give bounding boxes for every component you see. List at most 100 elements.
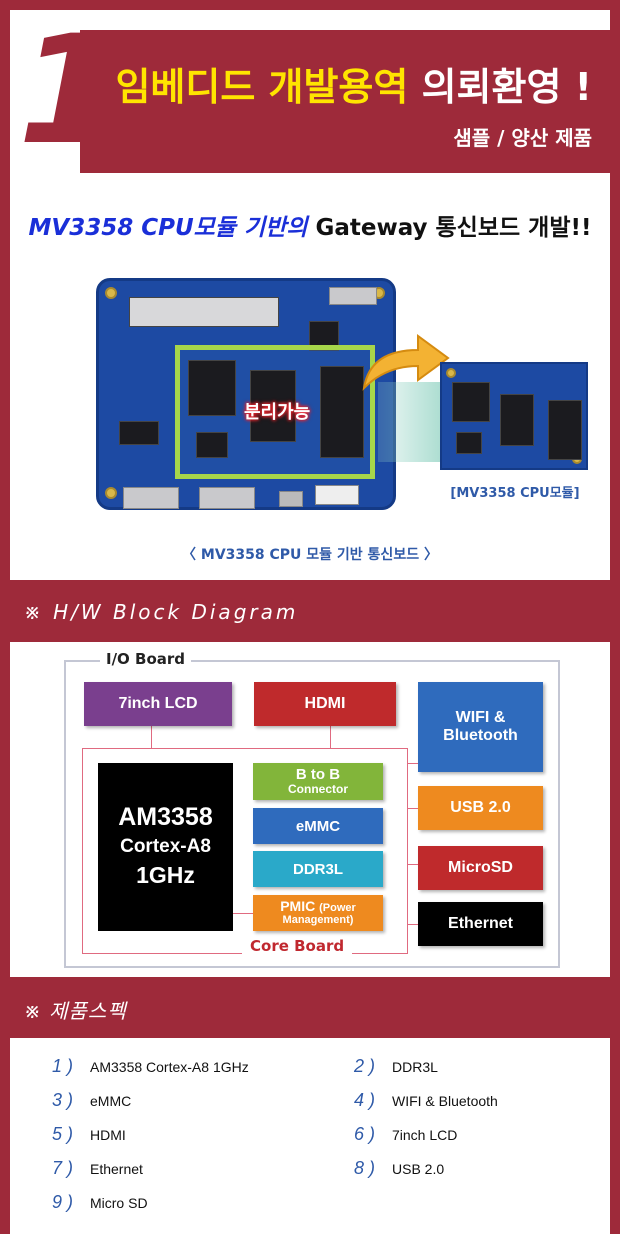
spec-item: 7 ) Ethernet (52, 1158, 143, 1179)
connector-line (408, 924, 418, 925)
chip (500, 394, 534, 446)
btob-sub-label: Connector (288, 782, 348, 797)
pmic-label: PMIC (280, 898, 316, 915)
chip (452, 382, 490, 422)
spec-item: 3 ) eMMC (52, 1090, 131, 1111)
hero-banner: 임베디드 개발용역 의뢰환영 ! 샘플 / 양산 제품 (80, 30, 610, 173)
spec-item: 8 ) USB 2.0 (354, 1158, 444, 1179)
cpu-block: AM3358 Cortex-A8 1GHz (98, 763, 233, 931)
lcd-label: 7inch LCD (118, 695, 198, 712)
spec-number: 6 ) (354, 1124, 376, 1144)
mount-hole (446, 368, 456, 378)
connector-line (151, 726, 152, 748)
chip (119, 421, 159, 445)
ddr3l-label: DDR3L (292, 860, 343, 878)
banner-subtitle: 샘플 / 양산 제품 (453, 126, 592, 150)
spec-label: WIFI & Bluetooth (392, 1092, 498, 1109)
pmic-sub-label-2: Management) (282, 914, 354, 926)
spec-label: Micro SD (90, 1194, 148, 1211)
emmc-block: eMMC (253, 808, 383, 844)
hw-block-heading: ※ H/W Block Diagram (24, 600, 299, 624)
specs-heading: ※ 제품스펙 (24, 999, 127, 1023)
chip (456, 432, 482, 454)
spec-item: 2 ) DDR3L (354, 1056, 438, 1077)
block-diagram: I/O Board 7inch LCD HDMI WIFI & Bluetoot… (10, 642, 610, 977)
chip (320, 366, 364, 458)
spec-item: 1 ) AM3358 Cortex-A8 1GHz (52, 1056, 249, 1077)
emmc-label: eMMC (295, 817, 341, 835)
spec-number: 3 ) (52, 1090, 74, 1110)
io-board-label: I/O Board (100, 650, 192, 668)
spec-label: USB 2.0 (392, 1160, 445, 1177)
spec-label: 7inch LCD (392, 1126, 458, 1143)
usb-port (123, 487, 179, 509)
chip (196, 432, 228, 458)
hdmi-label: HDMI (304, 695, 346, 712)
connector (329, 287, 377, 305)
mount-hole (105, 487, 117, 499)
spec-number: 8 ) (354, 1158, 376, 1178)
connector-line (408, 808, 418, 809)
cpu-model: AM3358 (118, 803, 213, 831)
spec-item: 4 ) WIFI & Bluetooth (354, 1090, 498, 1111)
connector-line (408, 864, 418, 865)
connector-line (330, 726, 331, 748)
spec-label: Ethernet (90, 1160, 143, 1177)
spec-number: 7 ) (52, 1158, 74, 1178)
sim-slot (129, 297, 279, 327)
hdmi-block: HDMI (254, 682, 396, 726)
btob-label: B to B (295, 766, 341, 784)
chip (250, 370, 296, 442)
pmic-block: PMIC (Power Management) (253, 895, 383, 931)
arrow-icon (362, 334, 450, 391)
module-caption: [MV3358 CPU모듈] (450, 486, 580, 501)
ethernet-block: Ethernet (418, 902, 543, 946)
connector-line (408, 763, 418, 764)
banner-title: 임베디드 개발용역 의뢰환영 ! (115, 56, 592, 111)
headline-gateway: Gateway 통신보드 개발!! (315, 215, 592, 241)
spec-panel: 1 ) AM3358 Cortex-A8 1GHz 2 ) DDR3L 3 ) eMM… (10, 1038, 610, 1234)
spec-number: 2 ) (354, 1056, 376, 1076)
mount-hole (105, 287, 117, 299)
cpu-core: Cortex-A8 (120, 836, 211, 857)
chip (548, 400, 582, 460)
spec-item: 5 ) HDMI (52, 1124, 126, 1145)
headline-module: MV3358 CPU모듈 기반의 (28, 215, 308, 241)
separable-label: 분리가능 (244, 402, 311, 423)
wifi-label: WIFI & (455, 709, 506, 726)
cpu-module-image (440, 362, 588, 470)
pmic-sub-label: (Power (319, 902, 356, 915)
ribbon-connector (315, 485, 359, 505)
io-board-frame (64, 660, 560, 968)
spec-number: 5 ) (52, 1124, 74, 1144)
spec-item: 9 ) Micro SD (52, 1192, 148, 1213)
spec-label: eMMC (90, 1092, 132, 1109)
hero-panel: 1 임베디드 개발용역 의뢰환영 ! 샘플 / 양산 제품 MV3358 CPU… (10, 10, 610, 580)
ethernet-label: Ethernet (448, 915, 513, 932)
banner-title-rest: 의뢰환영 ! (421, 65, 592, 109)
connector-line (233, 913, 253, 914)
spec-label: AM3358 Cortex-A8 1GHz (90, 1058, 249, 1075)
spec-label: DDR3L (392, 1058, 438, 1075)
spec-label: HDMI (90, 1126, 126, 1143)
spec-number: 4 ) (354, 1090, 376, 1110)
cpu-clock: 1GHz (136, 862, 195, 888)
usb-port (199, 487, 255, 509)
chip (188, 360, 236, 416)
ddr3l-block: DDR3L (253, 851, 383, 887)
lcd-block: 7inch LCD (84, 682, 232, 726)
microsd-block: MicroSD (418, 846, 543, 890)
projection-beam (378, 382, 440, 462)
usb-block: USB 2.0 (418, 786, 543, 830)
core-board-label: Core Board (242, 937, 353, 955)
wifi-bluetooth-block: WIFI & Bluetooth (418, 682, 543, 772)
banner-title-highlight: 임베디드 개발용역 (115, 65, 409, 109)
spec-number: 9 ) (52, 1192, 74, 1212)
board-caption: 〈 MV3358 CPU 모듈 기반 통신보드 〉 (182, 547, 438, 563)
hdmi-port (279, 491, 303, 507)
usb-label: USB 2.0 (450, 799, 511, 816)
spec-item: 6 ) 7inch LCD (354, 1124, 457, 1145)
bluetooth-label: Bluetooth (443, 727, 518, 744)
spec-number: 1 ) (52, 1056, 74, 1076)
cpu-module-outline (175, 345, 375, 479)
